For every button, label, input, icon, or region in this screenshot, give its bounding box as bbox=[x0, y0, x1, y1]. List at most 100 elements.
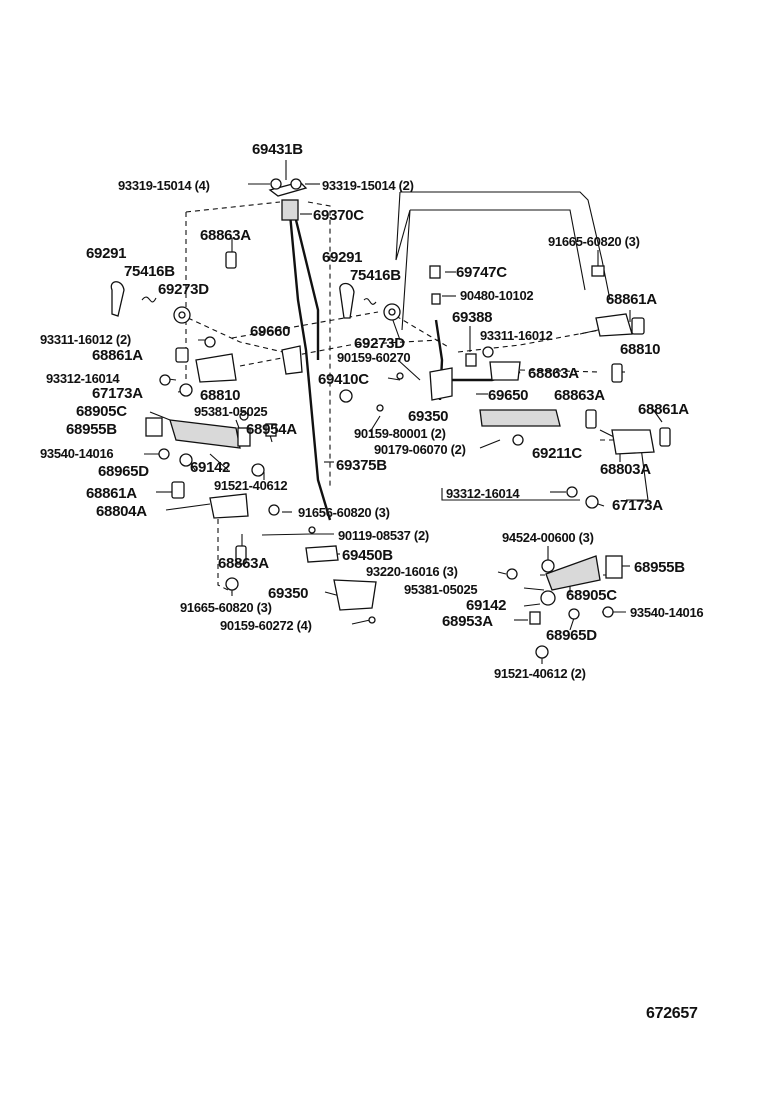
clip-part bbox=[171, 481, 185, 499]
part-label: 90159-60270 bbox=[337, 350, 410, 365]
part-label: 75416B bbox=[124, 263, 175, 280]
part-label: 91656-60820 (3) bbox=[298, 505, 390, 520]
part-label: 69211C bbox=[532, 445, 582, 462]
part-label: 69375B bbox=[336, 457, 387, 474]
part-label: 75416B bbox=[350, 267, 401, 284]
part-label: 68905C bbox=[566, 587, 617, 604]
part-label: 69273D bbox=[158, 281, 209, 298]
fastener-part bbox=[339, 389, 353, 403]
screw-part bbox=[308, 526, 316, 534]
pad-part bbox=[605, 555, 623, 579]
lock-part bbox=[333, 579, 377, 611]
screw-part bbox=[512, 434, 524, 446]
handle-part bbox=[339, 282, 355, 319]
part-label: 68810 bbox=[200, 387, 240, 404]
part-label: 91665-60820 (3) bbox=[180, 600, 272, 615]
bracket-part bbox=[237, 427, 251, 447]
lock-part bbox=[281, 199, 299, 221]
part-label: 68965D bbox=[546, 627, 597, 644]
part-label: 68863A bbox=[218, 555, 269, 572]
nut-part bbox=[535, 645, 549, 659]
link-part bbox=[489, 361, 521, 381]
part-label: 69660 bbox=[250, 323, 290, 340]
part-label: 68803A bbox=[600, 461, 651, 478]
clip-part bbox=[659, 427, 671, 447]
bushing-part bbox=[178, 311, 186, 319]
nut-part bbox=[268, 504, 280, 516]
part-label: 93319-15014 (2) bbox=[322, 178, 414, 193]
part-label: 93540-14016 bbox=[40, 446, 113, 461]
lock-part bbox=[305, 545, 339, 563]
bolt-part bbox=[290, 178, 302, 190]
screw-part bbox=[239, 411, 249, 421]
part-label: 91521-40612 bbox=[214, 478, 287, 493]
handle-part bbox=[169, 419, 241, 449]
lever-part bbox=[281, 345, 303, 375]
part-label: 69142 bbox=[466, 597, 506, 614]
stopper-part bbox=[568, 608, 580, 620]
part-label: 69273D bbox=[354, 335, 405, 352]
nut-part bbox=[159, 374, 171, 386]
part-label: 90119-08537 (2) bbox=[338, 528, 429, 543]
part-label: 69350 bbox=[408, 408, 448, 425]
handle-part bbox=[545, 555, 601, 591]
part-label: 68953A bbox=[442, 613, 493, 630]
part-label: 90480-10102 bbox=[460, 288, 533, 303]
part-label: 93319-15014 (4) bbox=[118, 178, 210, 193]
part-labels: 69431B 93319-15014 (4) 93319-15014 (2) 6… bbox=[40, 141, 704, 681]
nut-part bbox=[158, 448, 170, 460]
nut-part bbox=[602, 606, 614, 618]
clip-part bbox=[235, 545, 247, 565]
part-label: 69142 bbox=[190, 459, 230, 476]
lock-part bbox=[429, 367, 453, 401]
part-label: 69410C bbox=[318, 371, 369, 388]
part-label: 68955B bbox=[634, 559, 685, 576]
hinge-part bbox=[611, 429, 655, 455]
cap-part bbox=[529, 611, 541, 625]
nut-part bbox=[204, 336, 216, 348]
part-label: 68863A bbox=[200, 227, 251, 244]
part-label: 69388 bbox=[452, 309, 492, 326]
handle-part bbox=[479, 409, 561, 427]
part-label: 90159-80001 (2) bbox=[354, 426, 446, 441]
part-label: 93220-16016 (3) bbox=[366, 564, 458, 579]
screw-part bbox=[396, 372, 404, 380]
part-label: 68965D bbox=[98, 463, 149, 480]
cap-part bbox=[265, 423, 277, 437]
screw-part bbox=[368, 616, 376, 624]
part-label: 94524-00600 (3) bbox=[502, 530, 594, 545]
part-label: 91521-40612 (2) bbox=[494, 666, 586, 681]
part-label: 91665-60820 (3) bbox=[548, 234, 640, 249]
part-label: 68905C bbox=[76, 403, 127, 420]
clip-part bbox=[175, 347, 189, 363]
spring-part bbox=[363, 298, 377, 305]
part-label: 67173A bbox=[92, 385, 143, 402]
part-label: 69350 bbox=[268, 585, 308, 602]
part-label: 68955B bbox=[66, 421, 117, 438]
part-label: 68861A bbox=[606, 291, 657, 308]
door-frame-outlines bbox=[185, 191, 649, 501]
screw-part bbox=[376, 404, 384, 412]
part-label: 69650 bbox=[488, 387, 528, 404]
part-label: 69747C bbox=[456, 264, 507, 281]
nut-part bbox=[251, 463, 265, 477]
drawn-parts bbox=[110, 178, 671, 659]
part-label: 67173A bbox=[612, 497, 663, 514]
part-label: 69431B bbox=[252, 141, 303, 158]
diagram-code: 672657 bbox=[646, 1005, 698, 1022]
hinge-part bbox=[195, 353, 237, 383]
nut-part bbox=[591, 265, 605, 277]
nut-part bbox=[506, 568, 518, 580]
part-label: 90179-06070 (2) bbox=[374, 442, 466, 457]
part-label: 68863A bbox=[554, 387, 605, 404]
part-label: 93311-16012 (2) bbox=[40, 332, 131, 347]
part-label: 93312-16014 bbox=[446, 486, 520, 501]
bolt-part bbox=[270, 178, 282, 190]
part-label: 95381-05025 bbox=[194, 404, 267, 419]
part-label: 68804A bbox=[96, 503, 147, 520]
hinge-part bbox=[595, 313, 633, 337]
part-label: 90159-60272 (4) bbox=[220, 618, 312, 633]
part-label: 68861A bbox=[92, 347, 143, 364]
